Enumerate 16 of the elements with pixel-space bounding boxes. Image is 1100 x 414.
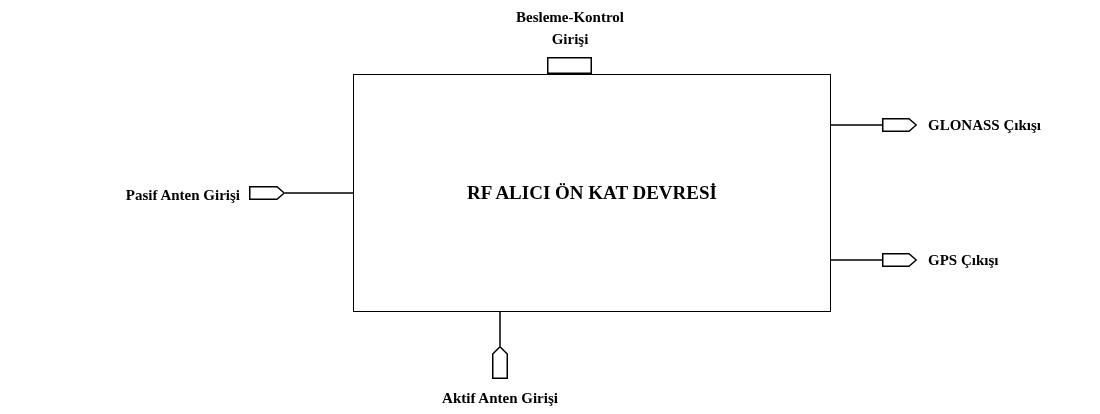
port-connector <box>249 186 285 200</box>
connector-line <box>830 124 883 126</box>
connector-port <box>547 57 592 74</box>
port-label: GLONASS Çıkışı <box>928 116 1042 135</box>
connector-line <box>499 311 501 347</box>
connector-line <box>830 259 883 261</box>
port-label: Besleme-Kontrol Girişi <box>514 8 625 49</box>
port-label: Pasif Anten Girişi <box>124 186 240 205</box>
port-label: Aktif Anten Girişi <box>441 389 559 408</box>
port-label: GPS Çıkışı <box>928 251 1000 270</box>
block-title: RF ALICI ÖN KAT DEVRESİ <box>467 180 717 205</box>
port-connector <box>882 253 917 267</box>
port-connector <box>882 118 917 132</box>
port-connector <box>492 346 508 379</box>
connector-line <box>284 192 354 194</box>
circuit-block <box>353 74 831 312</box>
